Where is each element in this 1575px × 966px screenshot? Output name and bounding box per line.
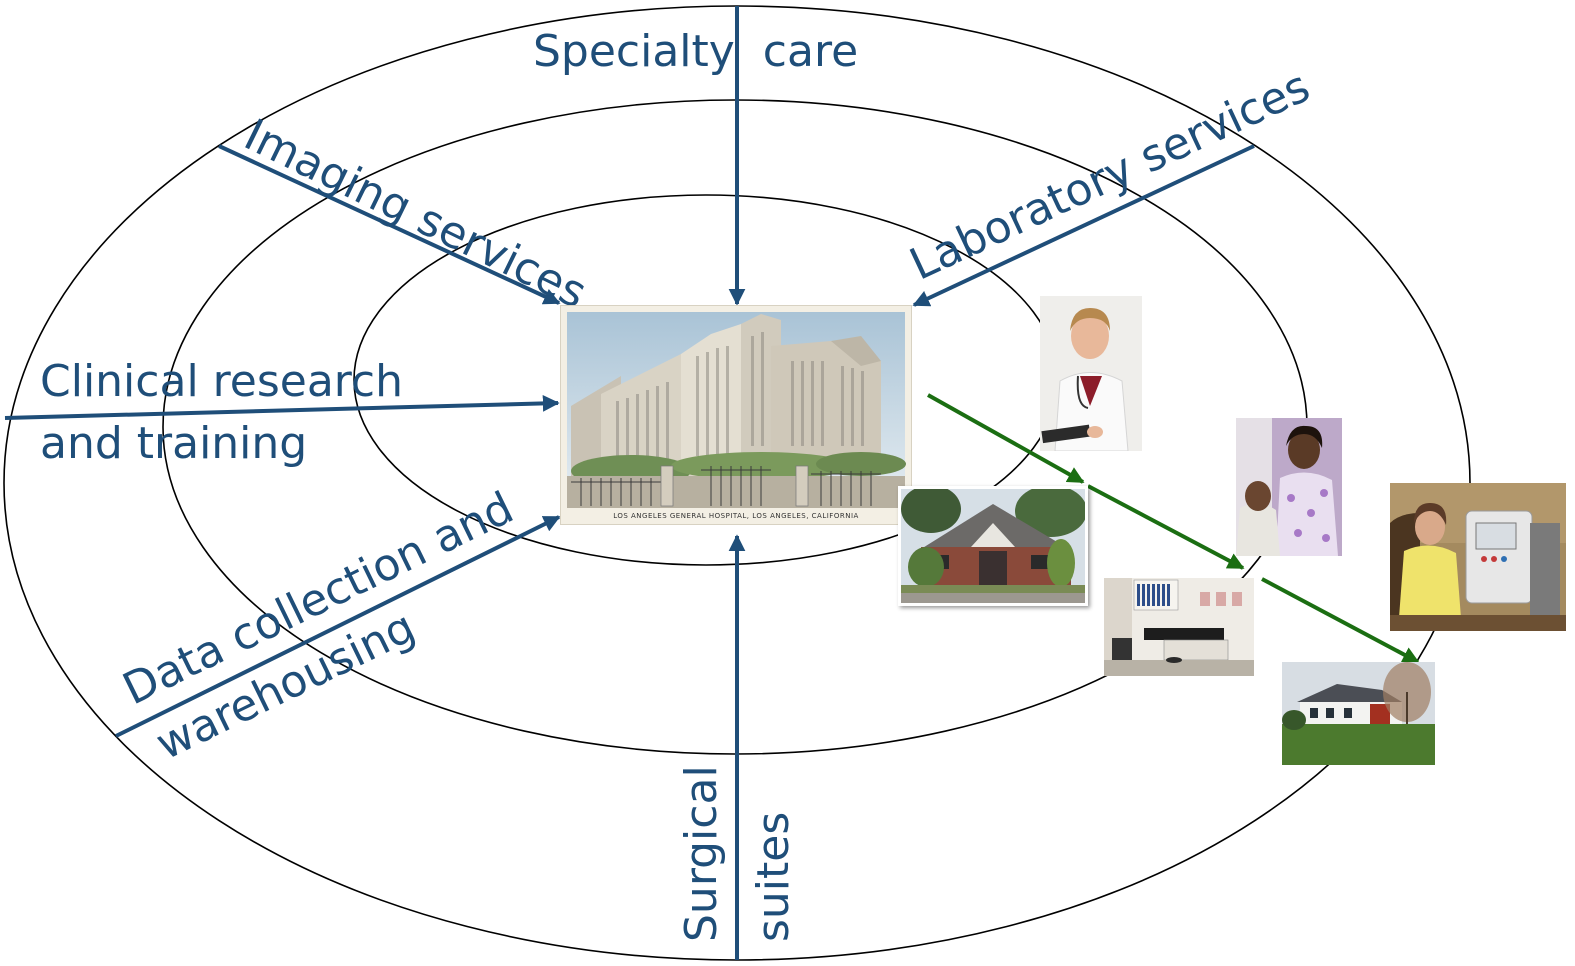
outbound-arrow-2 [1087,484,1245,570]
clinical-research-label-line2: and training [40,418,308,469]
clinic-building-image [898,486,1088,606]
suites-label: suites [748,811,799,942]
home-dialysis-image [1390,483,1566,631]
clinical-research-arrow [4,395,560,420]
hospital-postcard-image: LOS ANGELES GENERAL HOSPITAL, LOS ANGELE… [560,305,912,525]
data-collection-arrow [115,515,561,738]
clinical-research-label-line1: Clinical research [40,356,403,407]
specialty-care-label: Specialty care [533,26,859,77]
doctor-image [1040,296,1142,451]
hospital-caption: LOS ANGELES GENERAL HOSPITAL, LOS ANGELE… [613,512,859,520]
outbound-arrow-1 [927,393,1085,484]
laboratory-services-arrow [912,144,1255,307]
nurse-with-patient-image [1236,418,1342,556]
exam-room-image [1104,578,1254,676]
outbound-arrow-3 [1261,577,1420,664]
surgical-label: Surgical [676,765,727,942]
imaging-services-arrow [218,144,561,305]
house-image [1282,662,1435,765]
